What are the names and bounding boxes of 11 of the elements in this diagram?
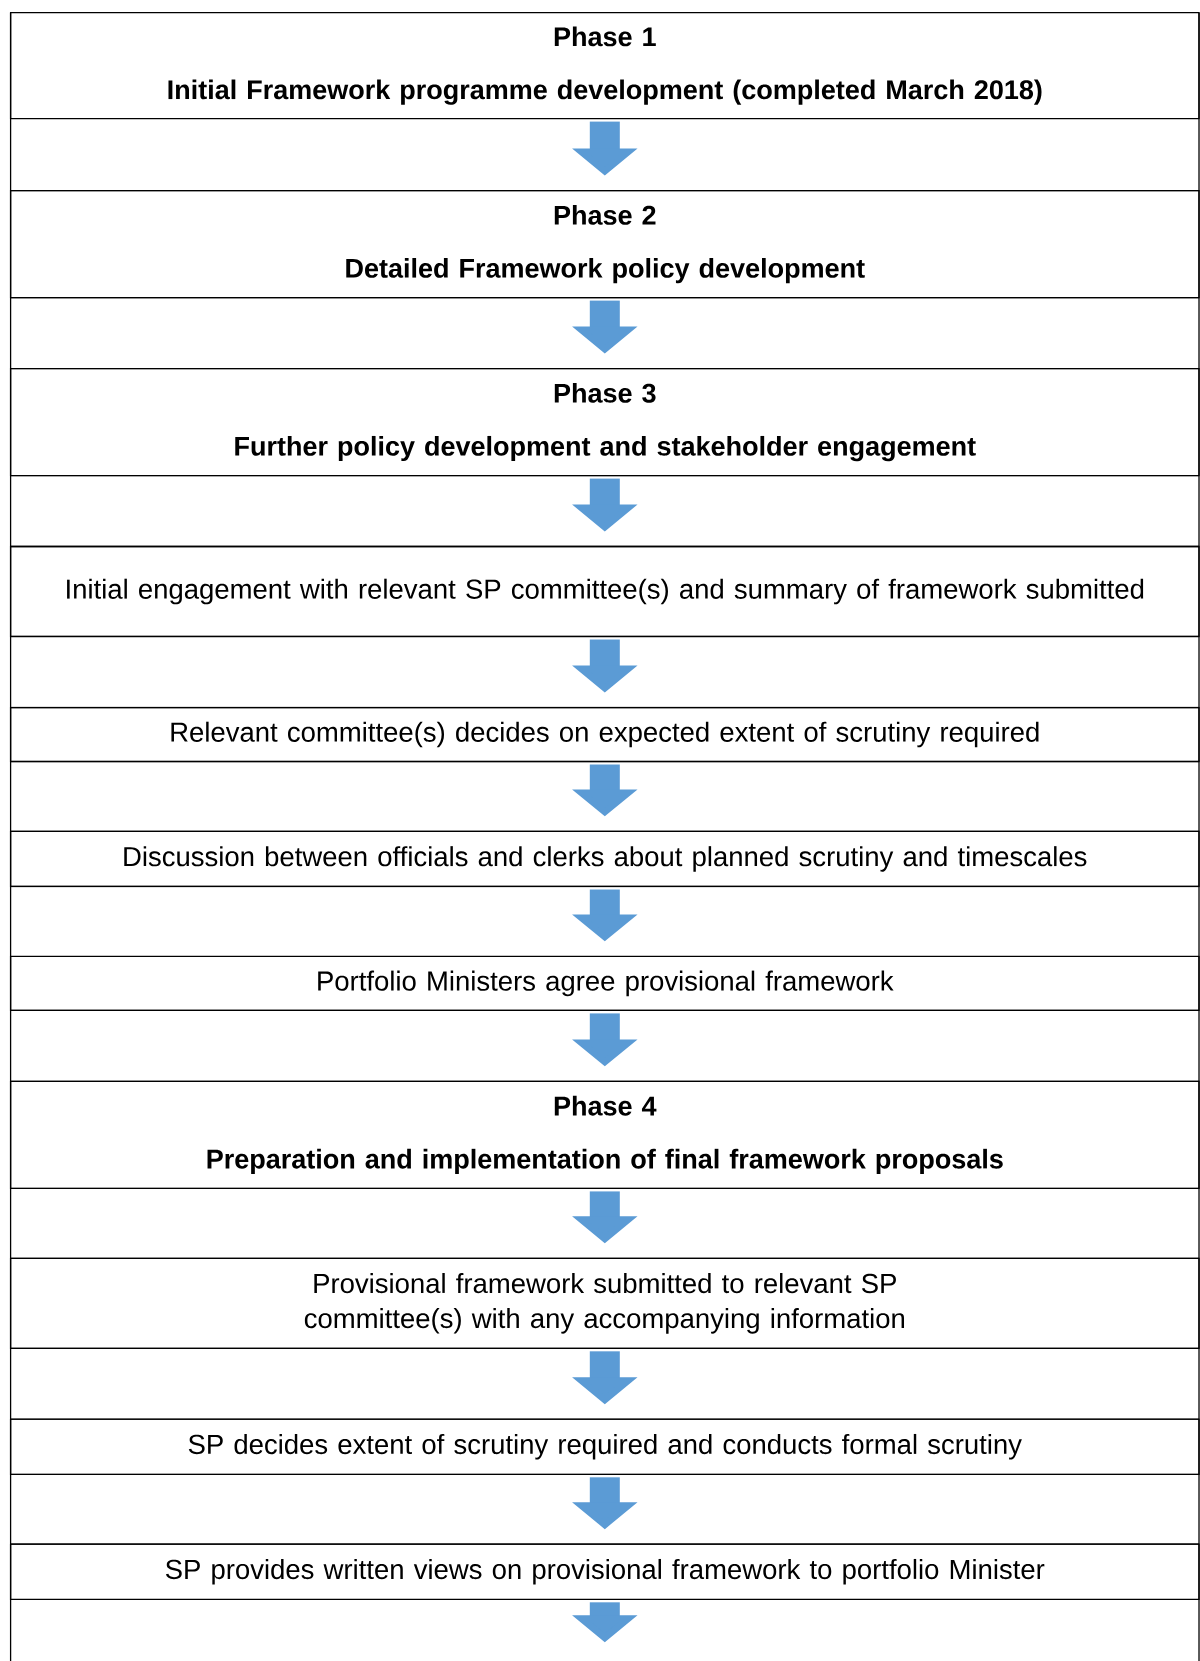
process-box: SP provides written views on provisional framework to portfolio Minister (9, 1543, 1200, 1600)
phase-box: Phase 3 Further policy development and stakeholder engagement (9, 367, 1200, 477)
process-box: Discussion between officials and clerks about planned scrutiny and timescales (9, 830, 1200, 888)
process-box: Relevant committee(s) decides on expected extent of scrutiny required (9, 706, 1200, 763)
process-box: Portfolio Ministers agree provisional framework (9, 955, 1200, 1012)
phase-box: Phase 2 Detailed Framework policy development (9, 189, 1200, 299)
process-box: SP decides extent of scrutiny required and conducts formal scrutiny (9, 1418, 1200, 1475)
phase-box: Phase 1 Initial Framework programme development (completed March 2018) (9, 12, 1200, 120)
process-box: Provisional framework submitted to relevant SP committee(s) with any accompanying information (9, 1257, 1200, 1349)
phase-box: Phase 4 Preparation and implementation of final framework proposals (9, 1080, 1200, 1190)
process-box: Initial engagement with relevant SP committee(s) and summary of framework submitted (9, 545, 1200, 638)
